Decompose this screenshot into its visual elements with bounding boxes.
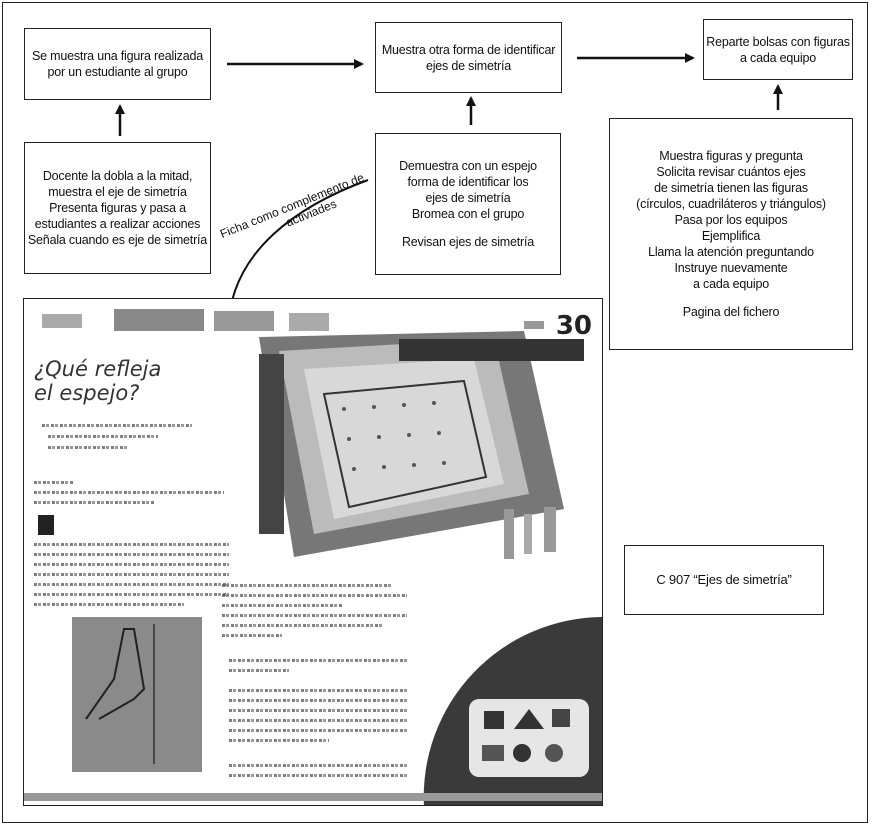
box-figuras-line: a cada equipo <box>693 277 769 291</box>
box-figuras: Muestra figuras y pregunta Solicita revi… <box>609 118 853 350</box>
box-step-1-line: por un estudiante al grupo <box>47 65 188 79</box>
box-step-1: Se muestra una figura realizada por un e… <box>24 28 211 100</box>
box-docente-line: estudiantes a realizar acciones <box>34 217 201 231</box>
box-step-2: Muestra otra forma de identificar ejes d… <box>375 22 562 93</box>
box-step-3-line: Reparte bolsas con figuras <box>706 34 850 49</box>
box-figuras-line: Pagina del fichero <box>682 305 780 319</box>
box-docente: Docente la dobla a la mitad, muestra el … <box>24 142 211 274</box>
worksheet-title-line: ¿Qué refleja <box>34 357 162 381</box>
box-figuras-line: Muestra figuras y pregunta <box>659 149 803 163</box>
box-step-3: Reparte bolsas con figuras a cada equipo <box>703 19 853 80</box>
worksheet-page-image: 30 ¿Qué refleja el espejo? <box>23 298 603 806</box>
worksheet-title: ¿Qué refleja el espejo? <box>34 357 161 405</box>
box-figuras-line: de simetría tienen las figuras <box>654 181 808 195</box>
box-docente-line: Docente la dobla a la mitad, <box>42 169 193 183</box>
box-figuras-line: Instruye nuevamente <box>674 261 788 275</box>
box-figuras-line: Pasa por los equipos <box>674 213 788 227</box>
box-docente-line: Señala cuando es eje de simetría <box>27 233 208 247</box>
box-espejo-line: Bromea con el grupo <box>411 207 525 221</box>
box-step-2-line: ejes de simetría <box>425 58 512 73</box>
box-figuras-line: (círculos, cuadriláteros y triángulos) <box>636 197 826 211</box>
box-figuras-line: Ejemplifica <box>701 229 761 243</box>
box-espejo-line: forma de identificar los <box>407 175 529 189</box>
worksheet-title-line: el espejo? <box>34 381 140 405</box>
box-step-1-line: Se muestra una figura realizada <box>32 49 203 63</box>
box-figuras-line: Solicita revisar cuántos ejes <box>656 165 806 179</box>
box-step-2-line: Muestra otra forma de identificar <box>381 42 556 57</box>
box-espejo-line: Revisan ejes de simetría <box>401 235 535 249</box>
box-espejo: Demuestra con un espejo forma de identif… <box>375 133 561 275</box>
box-docente-line: muestra el eje de simetría <box>48 185 187 199</box>
code-box: C 907 “Ejes de simetría” <box>624 545 824 615</box>
box-espejo-line: Demuestra con un espejo <box>399 159 537 173</box>
code-box-label: C 907 “Ejes de simetría” <box>656 572 792 587</box>
box-figuras-line: Llama la atención preguntando <box>648 245 814 259</box>
box-docente-line: Presenta figuras y pasa a <box>49 201 186 215</box>
worksheet-illustration <box>24 309 602 805</box>
box-step-3-line: a cada equipo <box>740 50 816 65</box>
box-espejo-line: ejes de simetría <box>425 191 511 205</box>
page-number: 30 <box>555 311 592 341</box>
